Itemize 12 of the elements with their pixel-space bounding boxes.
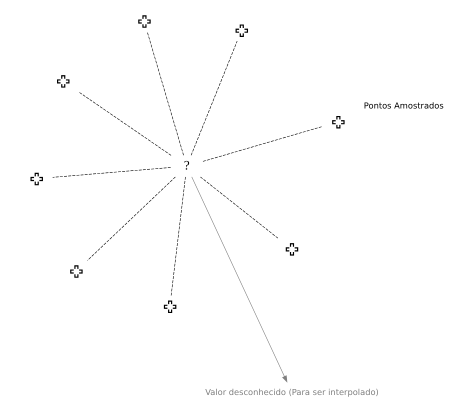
connector: [52, 167, 170, 178]
connector: [146, 32, 184, 156]
connector: [190, 40, 237, 156]
arrow: [190, 176, 287, 383]
label: Pontos Amostrados: [363, 100, 444, 110]
connector: [86, 176, 176, 261]
connector: [200, 176, 278, 239]
node-text: ?: [183, 157, 190, 172]
node-text: Valor desconhecido (Para ser interpolado): [204, 386, 378, 397]
connector: [78, 92, 171, 156]
connector: [170, 176, 186, 296]
connector: [202, 126, 322, 162]
